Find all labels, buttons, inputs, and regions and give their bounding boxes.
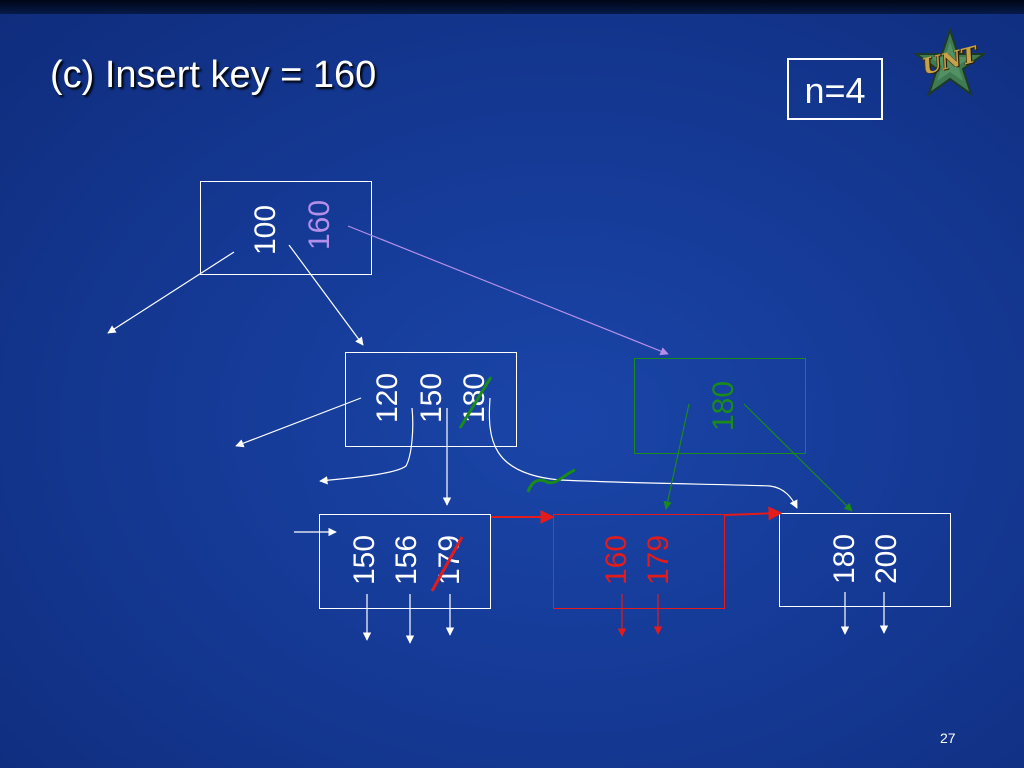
internal-ptr-3-arrow (488, 397, 798, 509)
root-ptr-right-arrow (347, 225, 669, 356)
leaf-node-1: 150 156 179 (319, 514, 491, 609)
leaf-node-2-new: 160 179 (553, 514, 725, 609)
internal-ptr-1-arrow (319, 407, 414, 485)
internal-ptr-0-arrow (235, 397, 362, 448)
root-ptr-mid-arrow (288, 244, 364, 346)
leaf2-to-leaf3-arrow (723, 506, 783, 521)
page-number: 27 (940, 730, 956, 746)
internal-node-new: 180 (634, 358, 806, 454)
new-internal-ptr-right-arrow (743, 403, 853, 512)
logo-star-icon (912, 26, 988, 97)
root-node: 100 160 (200, 181, 372, 275)
root-ptr-left-arrow (107, 251, 235, 334)
leaf1-strike-179 (430, 536, 464, 592)
slide-title: (c) Insert key = 160 (50, 54, 377, 96)
unt-logo: UNT (910, 26, 990, 98)
internal-strike-180 (458, 376, 493, 429)
leaf-node-3: 180 200 (779, 513, 951, 607)
curve-strike-mark (526, 468, 576, 493)
top-bar (0, 0, 1024, 14)
internal-node-left: 120 150 180 (345, 352, 517, 447)
new-internal-ptr-left-arrow (663, 403, 690, 510)
order-label-box: n=4 (787, 58, 883, 120)
